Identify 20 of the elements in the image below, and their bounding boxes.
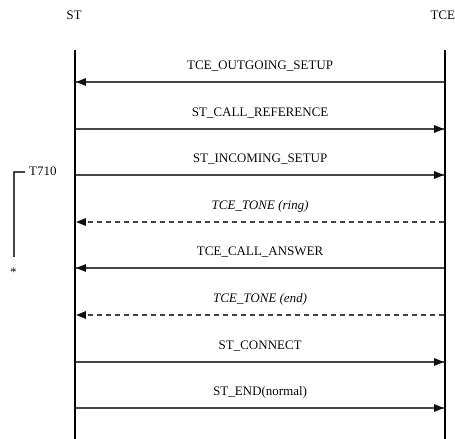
participant-label: ST (66, 7, 82, 23)
message-arrow (76, 264, 444, 272)
message-arrow (76, 171, 444, 179)
message-arrow (76, 358, 444, 366)
participant-label: TCE (430, 7, 455, 23)
message-arrow (76, 311, 444, 319)
message-arrow (76, 218, 444, 226)
message-label: TCE_TONE (end) (213, 290, 307, 306)
message-label: ST_CONNECT (218, 337, 302, 353)
message-arrow (76, 78, 444, 86)
timer-label: T710 (29, 163, 56, 179)
message-label: TCE_OUTGOING_SETUP (187, 57, 333, 73)
message-label: ST_INCOMING_SETUP (192, 150, 328, 166)
message-arrow (76, 404, 444, 412)
footnote-mark: * (10, 264, 16, 280)
message-label: ST_CALL_REFERENCE (192, 104, 328, 120)
message-label: ST_END(normal) (213, 383, 307, 399)
message-label: TCE_TONE (ring) (212, 197, 308, 213)
message-label: TCE_CALL_ANSWER (196, 243, 324, 259)
message-arrow (76, 125, 444, 133)
